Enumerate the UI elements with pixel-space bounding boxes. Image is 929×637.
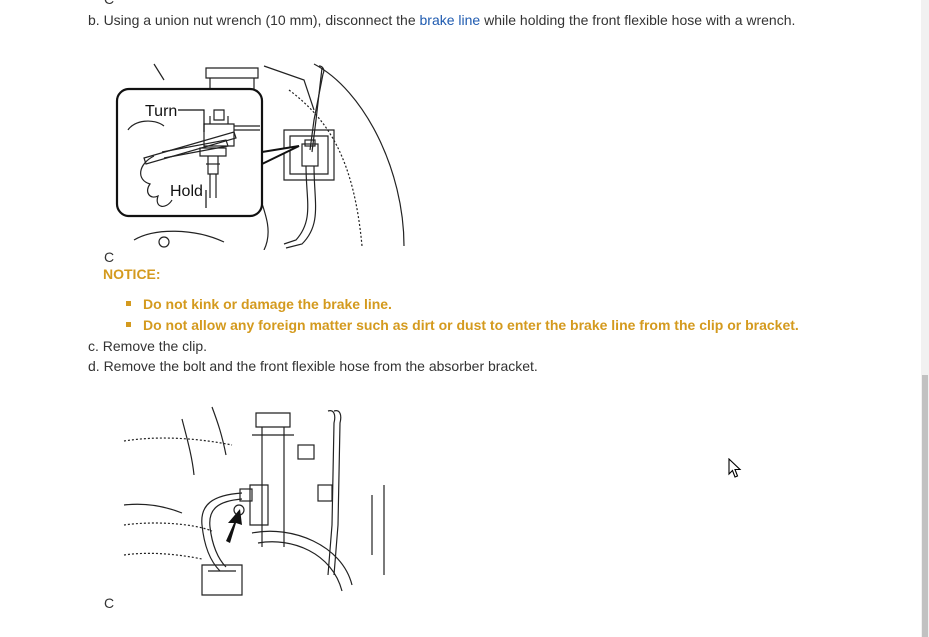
figure-clip-removal xyxy=(122,405,394,597)
scrollbar-thumb[interactable] xyxy=(922,375,928,637)
figure-1-illustration: Turn Hold xyxy=(115,63,405,250)
notice-list: Do not kink or damage the brake line. Do… xyxy=(124,295,799,337)
figure-2-caption: C xyxy=(104,595,115,611)
callout-turn-label: Turn xyxy=(145,103,177,120)
notice-item: Do not kink or damage the brake line. xyxy=(124,295,799,316)
arrow-cursor-icon xyxy=(728,457,742,483)
figure-caption-cut: C xyxy=(104,0,114,7)
step-d-text: d. Remove the bolt and the front flexibl… xyxy=(88,358,538,374)
step-b-text: b. Using a union nut wrench (10 mm), dis… xyxy=(88,12,795,28)
brake-line-link[interactable]: brake line xyxy=(419,12,481,28)
notice-item: Do not allow any foreign matter such as … xyxy=(124,316,799,337)
figure-2-illustration xyxy=(123,406,385,596)
figure-1-caption: C xyxy=(104,249,115,265)
figure-brake-line-wrench: Turn Hold xyxy=(114,60,410,250)
vertical-scrollbar[interactable] xyxy=(921,0,929,637)
notice-heading: NOTICE: xyxy=(103,266,161,282)
clip-arrow-icon xyxy=(226,509,242,543)
callout-hold-label: Hold xyxy=(170,183,203,200)
step-b-suffix: while holding the front flexible hose wi… xyxy=(480,12,796,28)
step-c-text: c. Remove the clip. xyxy=(88,338,208,354)
detail-callout-box xyxy=(115,87,264,218)
step-b-prefix: b. Using a union nut wrench (10 mm), dis… xyxy=(88,12,420,28)
